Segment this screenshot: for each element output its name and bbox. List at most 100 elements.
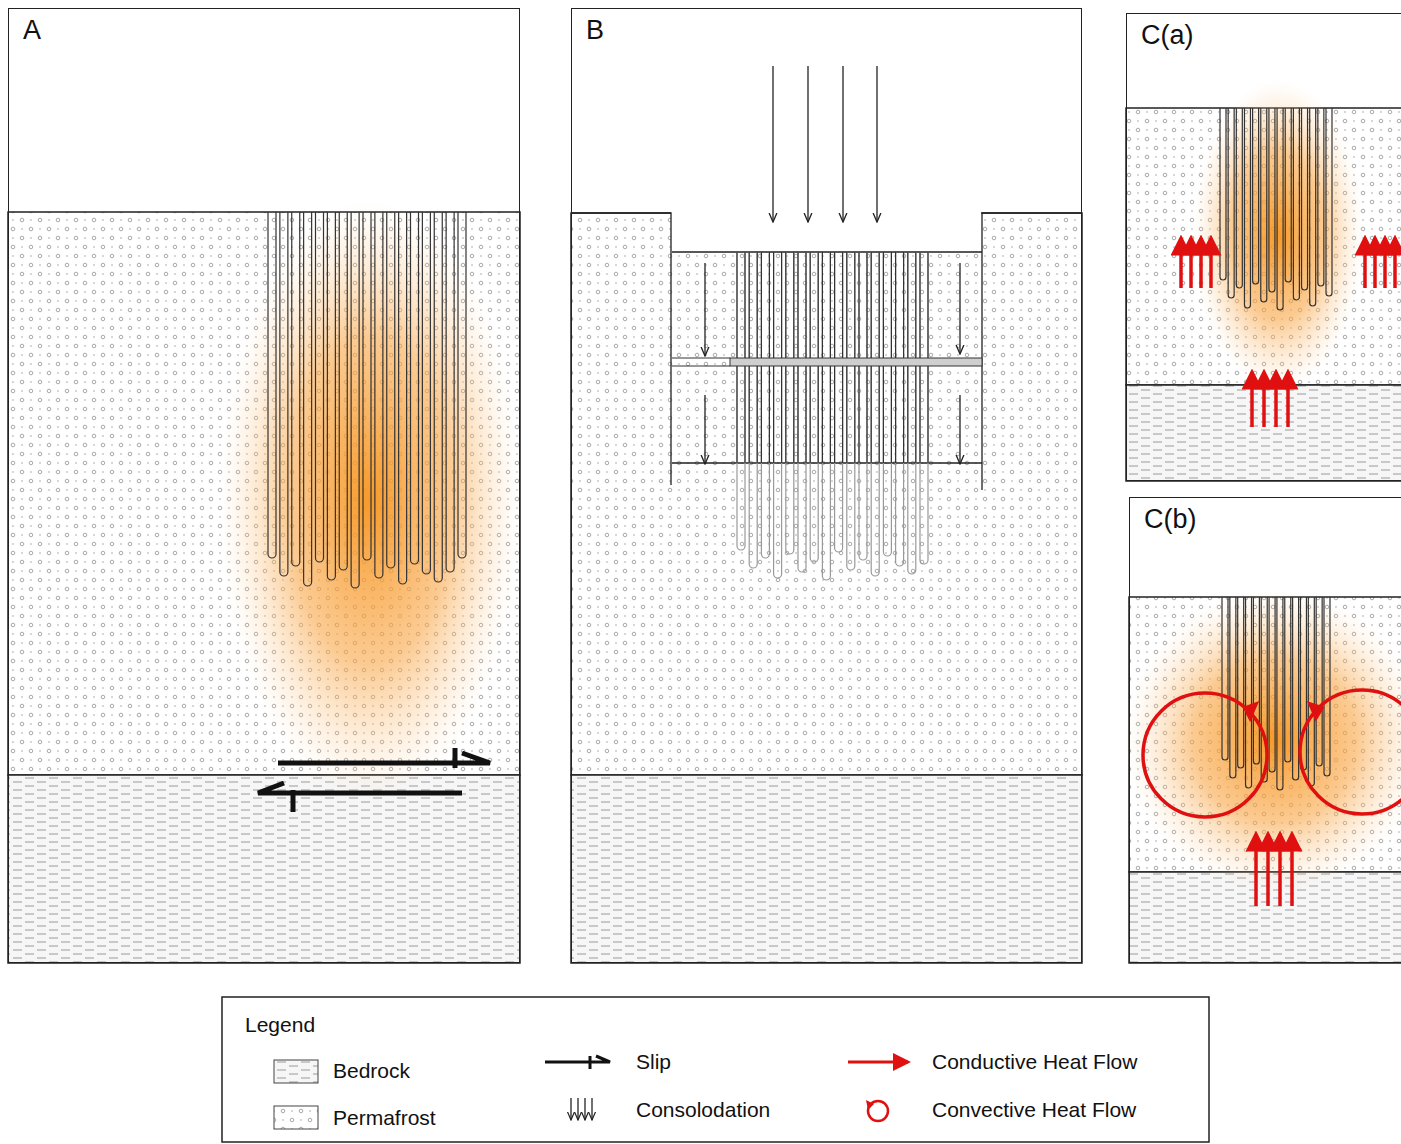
pile-symbol	[1326, 108, 1332, 296]
panel-label: C(a)	[1141, 20, 1194, 51]
legend-text: Consolodation	[636, 1098, 770, 1122]
pile-symbol	[822, 252, 830, 580]
illustration-part	[705, 66, 960, 464]
illustration-part	[1209, 238, 1213, 288]
pile-group	[268, 212, 466, 588]
illustration-part	[704, 263, 705, 356]
illustration-part	[1254, 834, 1258, 906]
pile-symbol	[1244, 108, 1250, 308]
illustration-part	[671, 212, 981, 252]
illustration-part	[1189, 238, 1193, 288]
pile-symbol	[1253, 597, 1259, 764]
legend-text: Convective Heat Flow	[932, 1098, 1136, 1122]
illustration-part	[278, 753, 490, 763]
pile-symbol	[749, 252, 757, 568]
illustration-part	[1143, 693, 1267, 817]
pile-symbol	[1230, 597, 1236, 778]
illustration-part	[1286, 372, 1290, 427]
illustration-part	[222, 997, 1209, 1142]
illustration-part	[1193, 80, 1363, 390]
illustration-part	[1373, 238, 1377, 288]
pile-symbol	[292, 212, 300, 566]
pile-symbol	[798, 252, 806, 572]
illustration-part	[584, 1098, 585, 1120]
illustration-part	[730, 358, 982, 366]
pile-symbol	[761, 252, 769, 558]
illustration-part	[545, 1056, 610, 1069]
pile-symbol	[434, 212, 442, 582]
legend-text: Permafrost	[333, 1106, 436, 1130]
pile-symbol	[458, 212, 466, 558]
pile-group	[737, 252, 928, 580]
illustration-part	[959, 395, 960, 464]
pile-symbol	[399, 212, 407, 584]
pile-symbol	[1269, 597, 1275, 772]
pile-symbol	[774, 252, 782, 578]
pile-symbol	[1285, 597, 1291, 762]
panel-label: A	[23, 15, 41, 46]
illustration-part	[1179, 238, 1183, 288]
pile-symbol	[1316, 597, 1322, 766]
pile-symbol	[1277, 597, 1283, 790]
illustration-part	[807, 66, 808, 222]
illustration-part	[1245, 704, 1256, 718]
illustration-part	[848, 1061, 908, 1064]
pile-symbol	[1302, 108, 1308, 290]
pile-symbol	[339, 212, 347, 570]
pile-symbol	[871, 252, 879, 576]
illustration-part	[876, 66, 877, 222]
pile-symbol	[422, 212, 430, 574]
illustration-part	[672, 358, 730, 366]
illustration-part	[1143, 690, 1401, 817]
illustration-part	[577, 1098, 578, 1120]
pile-symbol	[327, 212, 335, 580]
pile-symbol	[280, 212, 288, 576]
pile-symbol	[1277, 108, 1283, 310]
illustration-part	[8, 775, 520, 963]
pile-symbol	[1238, 597, 1244, 768]
illustration-part	[591, 1098, 592, 1120]
pile-symbol	[896, 252, 904, 566]
illustration-part	[1290, 834, 1294, 906]
pile-symbol	[411, 212, 419, 564]
illustration-part	[291, 790, 296, 812]
illustration-part	[570, 1098, 571, 1120]
pile-symbol	[1236, 108, 1242, 288]
illustration-part	[589, 1056, 592, 1069]
pile-symbol	[1220, 108, 1226, 280]
panel-label: B	[586, 15, 604, 46]
illustration-part	[274, 1106, 318, 1129]
illustration-part	[1125, 590, 1401, 890]
pile-symbol	[1293, 108, 1299, 300]
pile-symbol	[908, 252, 916, 574]
pile-symbol	[351, 212, 359, 588]
pile-symbol	[268, 212, 276, 558]
pile-symbol	[1324, 597, 1330, 776]
pile-symbol	[737, 252, 745, 550]
pile-symbol	[1293, 597, 1299, 780]
pile-symbol	[883, 252, 891, 556]
pile-symbol	[1269, 108, 1275, 292]
illustration-part	[1310, 704, 1322, 718]
panel-frame: C(a)	[1126, 13, 1401, 481]
pile-symbol	[847, 252, 855, 570]
illustration-part	[220, 200, 520, 800]
pile-symbol	[835, 252, 843, 552]
illustration-part	[1383, 238, 1387, 288]
illustration-part	[1256, 834, 1292, 906]
pile-symbol	[304, 212, 312, 586]
pile-symbol	[1222, 597, 1228, 760]
illustration-part	[1266, 834, 1270, 906]
illustration-part	[545, 1056, 610, 1062]
illustration-part	[1181, 238, 1395, 427]
pile-symbol	[1261, 108, 1267, 302]
pile-symbol	[1318, 108, 1324, 286]
pile-group	[1222, 597, 1330, 790]
illustration-part	[1278, 834, 1282, 906]
illustration-part	[571, 1098, 592, 1120]
panel-frame: A	[8, 8, 520, 963]
panel-frame: C(b)	[1129, 497, 1401, 963]
pile-symbol	[446, 212, 454, 572]
legend-text: Bedrock	[333, 1059, 410, 1083]
illustration-part	[258, 748, 490, 812]
